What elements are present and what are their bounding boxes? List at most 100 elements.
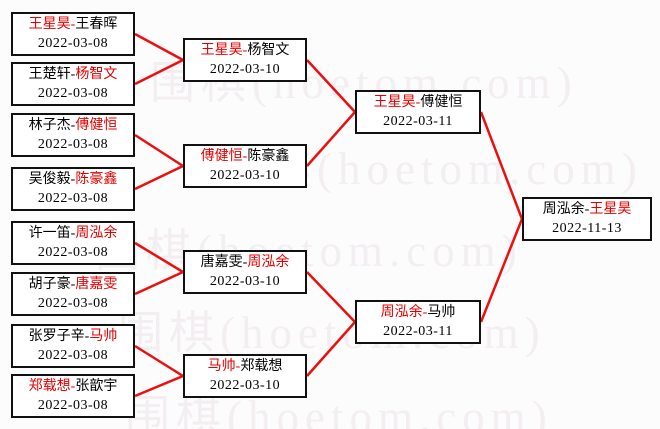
player-separator: -: [84, 329, 90, 344]
match-players: 马帅-郑载想: [208, 357, 283, 376]
player-name: 胡子豪: [28, 277, 71, 292]
match-players: 周泓余-马帅: [381, 303, 456, 322]
match-date: 2022-03-11: [383, 324, 453, 339]
match-players: 张罗子辛-马帅: [29, 327, 118, 346]
player-name: 张罗子辛: [28, 329, 85, 344]
player-name: 郑载想: [240, 359, 283, 374]
player-name: 王春晖: [75, 17, 118, 32]
match-players: 许一笛-周泓余: [29, 224, 118, 243]
match-date: 2022-03-11: [383, 114, 453, 129]
player-separator: -: [70, 379, 76, 394]
player-name: 马帅: [207, 359, 236, 374]
player-separator: -: [242, 255, 248, 270]
match-players: 林子杰-傅健恒: [29, 116, 118, 135]
connector-line: [479, 218, 524, 323]
connector-line: [134, 270, 184, 296]
watermark-text: 围棋(hoetom.com): [125, 392, 553, 429]
player-name: 王星昊: [200, 43, 243, 58]
player-name: 林子杰: [28, 118, 71, 133]
player-name: 周泓余: [75, 226, 118, 241]
player-name: 马帅: [89, 329, 118, 344]
round2-match-1: 王星昊-杨智文 2022-03-10: [183, 38, 307, 82]
semifinal-match-1: 王星昊-傅健恒 2022-03-11: [355, 90, 481, 134]
player-separator: -: [70, 226, 76, 241]
player-name: 王星昊: [589, 202, 632, 217]
connector-line: [479, 111, 524, 220]
match-players: 周泓余-王星昊: [543, 200, 632, 219]
player-name: 傅健恒: [200, 149, 243, 164]
match-players: 唐嘉雯-周泓余: [201, 253, 290, 272]
match-date: 2022-03-10: [209, 274, 281, 289]
player-separator: -: [70, 118, 76, 133]
match-date: 2022-03-08: [37, 245, 109, 260]
connector-line: [306, 111, 356, 167]
match-players: 郑载想-张歆宇: [29, 377, 118, 396]
player-name: 傅健恒: [75, 118, 118, 133]
semifinal-match-2: 周泓余-马帅 2022-03-11: [355, 300, 481, 344]
match-date: 2022-03-10: [209, 62, 281, 77]
player-name: 周泓余: [380, 305, 423, 320]
player-name: 吴俊毅: [28, 172, 71, 187]
player-separator: -: [584, 202, 590, 217]
connector-line: [306, 59, 356, 113]
match-players: 王楚轩-杨智文: [29, 65, 118, 84]
connector-line: [134, 241, 184, 274]
connector-line: [134, 164, 184, 191]
player-separator: -: [70, 17, 76, 32]
match-players: 王星昊-王春晖: [29, 15, 118, 34]
round1-match-1: 王星昊-王春晖 2022-03-08: [11, 12, 135, 56]
match-players: 王星昊-杨智文: [201, 41, 290, 60]
player-name: 许一笛: [28, 226, 71, 241]
player-name: 陈豪鑫: [247, 149, 290, 164]
match-date: 2022-03-08: [37, 36, 109, 51]
player-name: 杨智文: [75, 67, 118, 82]
round1-match-5: 许一笛-周泓余 2022-03-08: [11, 221, 135, 265]
connector-line: [134, 374, 184, 398]
connector-line: [134, 133, 184, 168]
match-date: 2022-03-08: [37, 296, 109, 311]
player-name: 王星昊: [373, 95, 416, 110]
player-name: 马帅: [427, 305, 456, 320]
match-date: 2022-03-10: [209, 378, 281, 393]
round1-match-2: 王楚轩-杨智文 2022-03-08: [11, 62, 135, 106]
match-players: 胡子豪-唐嘉雯: [29, 275, 118, 294]
round2-match-4: 马帅-郑载想 2022-03-10: [183, 354, 307, 398]
player-separator: -: [415, 95, 421, 110]
match-date: 2022-03-08: [37, 191, 109, 206]
player-name: 张歆宇: [75, 379, 118, 394]
final-match: 周泓余-王星昊 2022-11-13: [522, 197, 652, 241]
player-name: 王楚轩: [28, 67, 71, 82]
match-date: 2022-03-08: [37, 398, 109, 413]
round1-match-7: 张罗子辛-马帅 2022-03-08: [11, 324, 135, 368]
match-players: 王星昊-傅健恒: [374, 93, 463, 112]
round1-match-3: 林子杰-傅健恒 2022-03-08: [11, 113, 135, 157]
round2-match-3: 唐嘉雯-周泓余 2022-03-10: [183, 250, 307, 294]
connector-line: [306, 321, 356, 377]
player-separator: -: [422, 305, 428, 320]
player-separator: -: [70, 277, 76, 292]
player-name: 陈豪鑫: [75, 172, 118, 187]
player-name: 郑载想: [28, 379, 71, 394]
player-separator: -: [70, 172, 76, 187]
player-separator: -: [70, 67, 76, 82]
match-date: 2022-03-08: [37, 86, 109, 101]
round1-match-4: 吴俊毅-陈豪鑫 2022-03-08: [11, 167, 135, 211]
player-name: 傅健恒: [420, 95, 463, 110]
connector-line: [134, 344, 184, 378]
connector-line: [134, 58, 184, 86]
round1-match-8: 郑载想-张歆宇 2022-03-08: [11, 374, 135, 418]
match-players: 傅健恒-陈豪鑫: [201, 147, 290, 166]
match-date: 2022-03-08: [37, 348, 109, 363]
player-name: 唐嘉雯: [200, 255, 243, 270]
player-name: 王星昊: [28, 17, 71, 32]
match-date: 2022-11-13: [552, 221, 622, 236]
player-separator: -: [242, 43, 248, 58]
player-name: 唐嘉雯: [75, 277, 118, 292]
player-separator: -: [242, 149, 248, 164]
player-separator: -: [235, 359, 241, 374]
connector-line: [134, 32, 184, 62]
player-name: 杨智文: [247, 43, 290, 58]
round2-match-2: 傅健恒-陈豪鑫 2022-03-10: [183, 144, 307, 188]
